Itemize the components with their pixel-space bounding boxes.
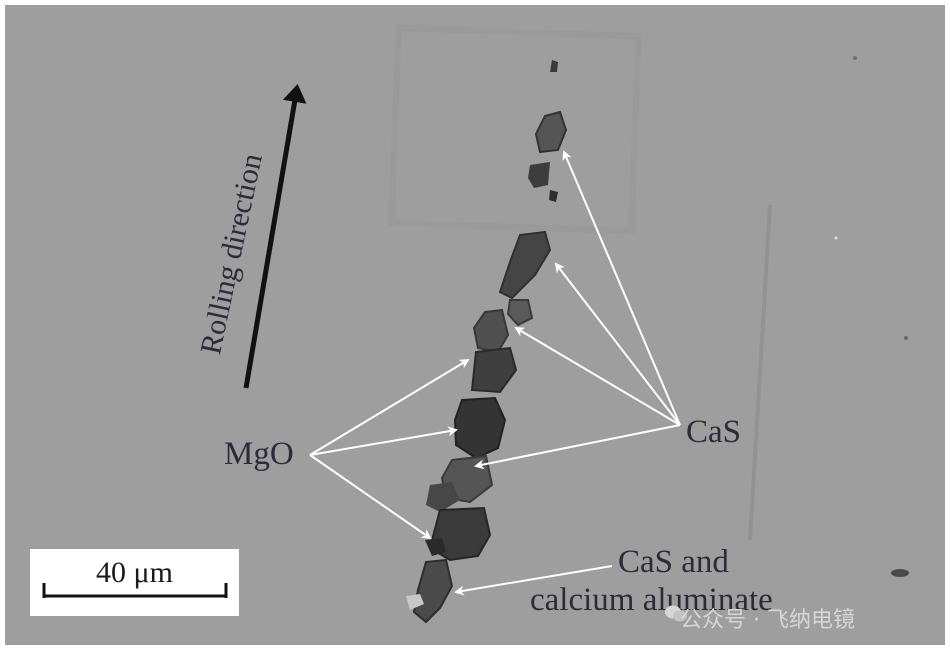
faint-scratch-line xyxy=(748,204,772,541)
inclusion-particle xyxy=(412,558,454,624)
calcium-aluminate-label: calcium aluminate xyxy=(530,582,773,618)
inclusion-particle xyxy=(528,162,550,188)
mgo-arrows xyxy=(309,358,470,540)
wechat-icon xyxy=(665,605,687,622)
scale-bar-label: 40 μm xyxy=(96,556,173,589)
inclusion-particle xyxy=(550,60,558,72)
inclusion-particle xyxy=(534,110,568,154)
inclusion-particle xyxy=(453,396,507,460)
mgo-arrow xyxy=(309,426,458,456)
inclusion-particle xyxy=(549,190,558,202)
inclusion-particle xyxy=(426,482,460,512)
cas-arrow xyxy=(514,326,681,426)
inclusion-particle xyxy=(498,230,552,300)
inclusion-particle xyxy=(470,346,518,394)
faint-square-mark xyxy=(388,24,642,235)
cas-label: CaS xyxy=(686,414,742,450)
inclusion-particle xyxy=(406,594,424,610)
scale-bar-graphic xyxy=(30,549,239,616)
cas-arrows xyxy=(474,150,681,470)
mgo-arrow xyxy=(309,454,432,540)
cas-arrow xyxy=(474,424,681,470)
inclusion-particle xyxy=(425,538,446,556)
mgo-arrow xyxy=(309,358,470,456)
cas-and-label: CaS and xyxy=(618,544,729,580)
debris-particle xyxy=(904,336,908,340)
cas-arrow xyxy=(554,262,681,426)
debris-particle xyxy=(891,569,909,577)
cas-arrow xyxy=(562,150,681,426)
scale-bar: 40 μm xyxy=(30,549,239,616)
mgo-label: MgO xyxy=(224,436,294,472)
cas-calcium-aluminate-arrow xyxy=(454,565,613,596)
debris-particle xyxy=(834,236,838,240)
inclusion-particle xyxy=(506,299,534,327)
inclusion-stringer xyxy=(406,60,568,624)
watermark-text: 公众号 · 飞纳电镜 xyxy=(680,608,855,633)
debris-particle xyxy=(853,56,857,60)
rolling-direction-arrow xyxy=(243,84,307,389)
